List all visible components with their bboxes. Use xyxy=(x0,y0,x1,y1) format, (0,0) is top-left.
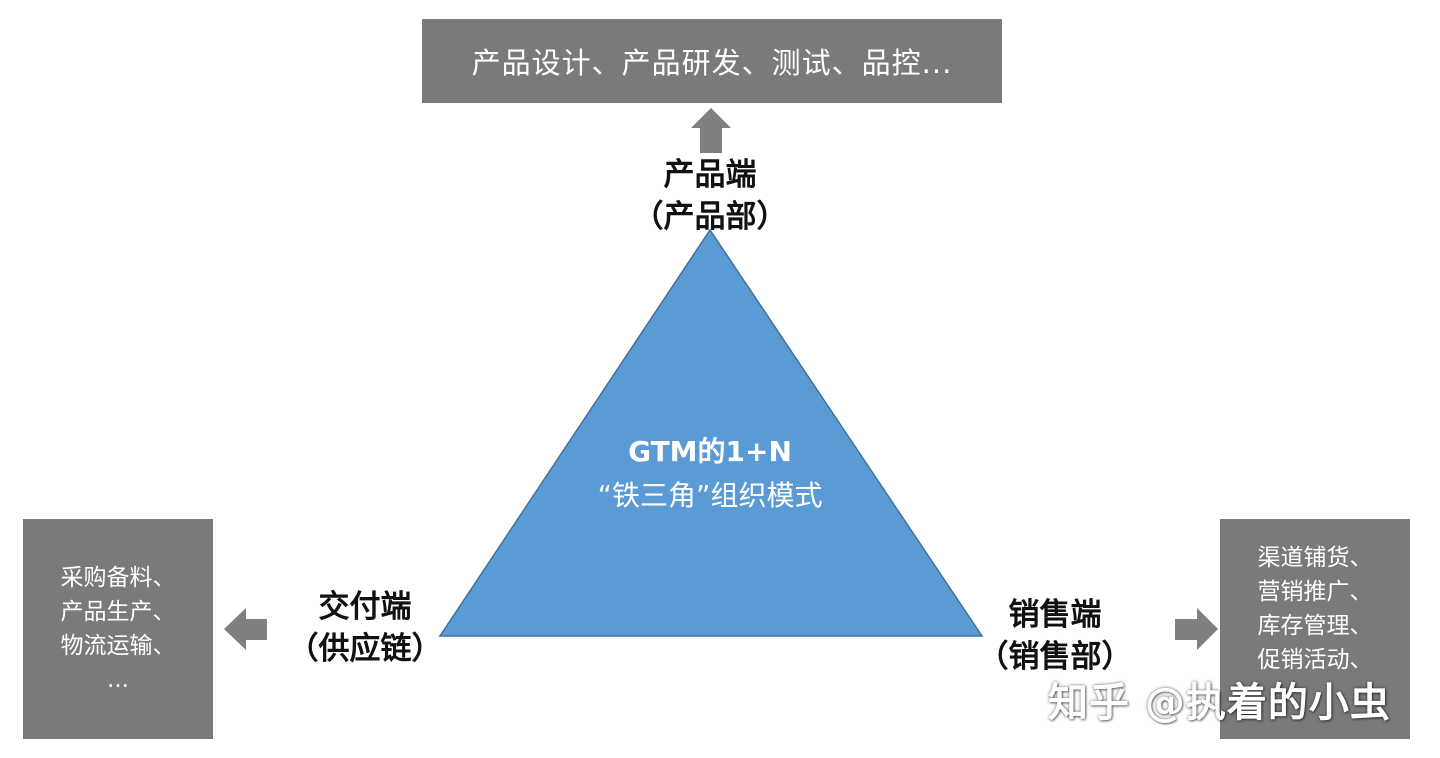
watermark-text: 知乎 @执着的小虫 xyxy=(1048,680,1391,726)
up-arrow-icon xyxy=(691,108,731,153)
triangle-caption: GTM的1+N “铁三角”组织模式 xyxy=(540,430,880,518)
delivery-activity-item: 产品生产、 xyxy=(60,599,176,625)
delivery-activity-item: 采购备料、 xyxy=(60,565,176,591)
product-node-label: 产品端 （产品部） xyxy=(600,154,820,238)
delivery-activity-item: ... xyxy=(107,667,129,693)
sales-activity-item: 营销推广、 xyxy=(1257,579,1373,605)
sales-activities-box: 渠道铺货、 营销推广、 库存管理、 促销活动、 xyxy=(1220,519,1410,739)
delivery-activity-item: 物流运输、 xyxy=(60,633,176,659)
triangle-subtitle: “铁三角”组织模式 xyxy=(597,479,823,512)
delivery-node-label: 交付端 （供应链） xyxy=(245,586,485,670)
triangle-title: GTM的1+N xyxy=(628,435,792,468)
product-node-title: 产品端 xyxy=(663,157,757,193)
sales-activity-item: 渠道铺货、 xyxy=(1257,545,1373,571)
right-arrow-icon xyxy=(1175,608,1218,650)
delivery-activities-box: 采购备料、 产品生产、 物流运输、 ... xyxy=(23,519,213,739)
product-activities-text: 产品设计、产品研发、测试、品控... xyxy=(471,46,953,80)
sales-node-sub: （销售部） xyxy=(977,639,1133,675)
triangle-shape xyxy=(438,228,984,637)
product-activities-box: 产品设计、产品研发、测试、品控... xyxy=(422,19,1002,103)
sales-node-label: 销售端 （销售部） xyxy=(945,594,1165,678)
sales-node-title: 销售端 xyxy=(1008,597,1102,633)
delivery-node-title: 交付端 xyxy=(318,589,412,625)
product-node-sub: （产品部） xyxy=(632,199,788,235)
delivery-node-sub: （供应链） xyxy=(287,631,443,667)
sales-activity-item: 促销活动、 xyxy=(1257,647,1373,673)
left-arrow-icon xyxy=(224,608,267,650)
sales-activity-item: 库存管理、 xyxy=(1257,613,1373,639)
